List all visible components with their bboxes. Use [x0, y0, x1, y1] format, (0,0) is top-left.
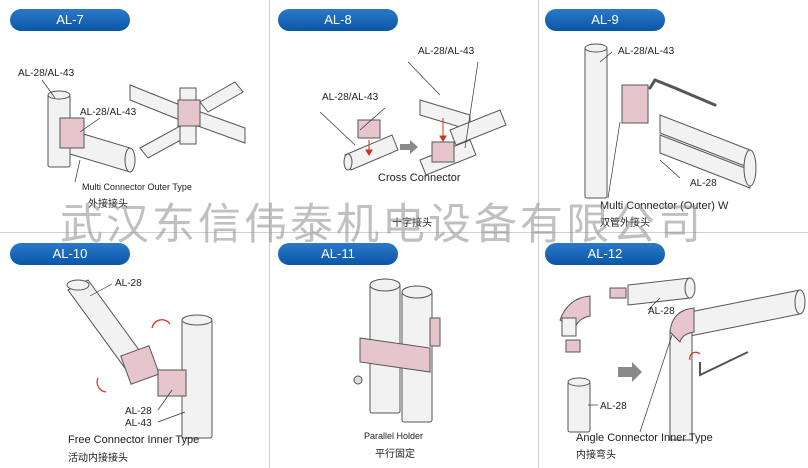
panel-caption-cn: 内接弯头 [576, 450, 616, 461]
panel-title-pill: AL-12 [545, 243, 665, 265]
panel-caption-cn: 平行固定 [375, 449, 415, 460]
part-label: AL-28 [690, 178, 717, 189]
panel-caption: Cross Connector [378, 172, 461, 184]
part-label: AL-43 [125, 418, 152, 429]
panel-caption: Angle Connector Inner Type [576, 432, 713, 444]
panel-caption: Multi Connector (Outer) W [600, 200, 729, 212]
column-divider [538, 0, 539, 468]
panel-caption-cn: 双管外接头 [600, 218, 650, 229]
panel-title-pill: AL-10 [10, 243, 130, 265]
panel-caption: Free Connector Inner Type [68, 434, 200, 446]
panel-caption-cn: 活动内接接头 [68, 453, 128, 464]
panel-title-pill: AL-9 [545, 9, 665, 31]
panel-caption: Parallel Holder [364, 431, 424, 441]
panel-caption-cn: 外接接头 [88, 199, 128, 210]
panel-title-pill: AL-8 [278, 9, 398, 31]
part-label: AL-28/AL-43 [18, 68, 75, 79]
part-label: AL-28/AL-43 [418, 46, 475, 57]
row-divider [0, 232, 808, 233]
part-label: AL-28/AL-43 [322, 92, 379, 103]
part-label: AL-28 [600, 401, 627, 412]
column-divider [269, 0, 270, 468]
panel-title-pill: AL-11 [278, 243, 398, 265]
part-label: AL-28 [125, 406, 152, 417]
part-label: AL-28/AL-43 [80, 107, 137, 118]
part-label: AL-28 [648, 306, 675, 317]
part-label: AL-28 [115, 278, 142, 289]
panel-title-pill: AL-7 [10, 9, 130, 31]
panel-caption: Multi Connector Outer Type [82, 182, 192, 192]
panel-caption-cn: 十字接头 [392, 218, 432, 229]
part-label: AL-28/AL-43 [618, 46, 675, 57]
